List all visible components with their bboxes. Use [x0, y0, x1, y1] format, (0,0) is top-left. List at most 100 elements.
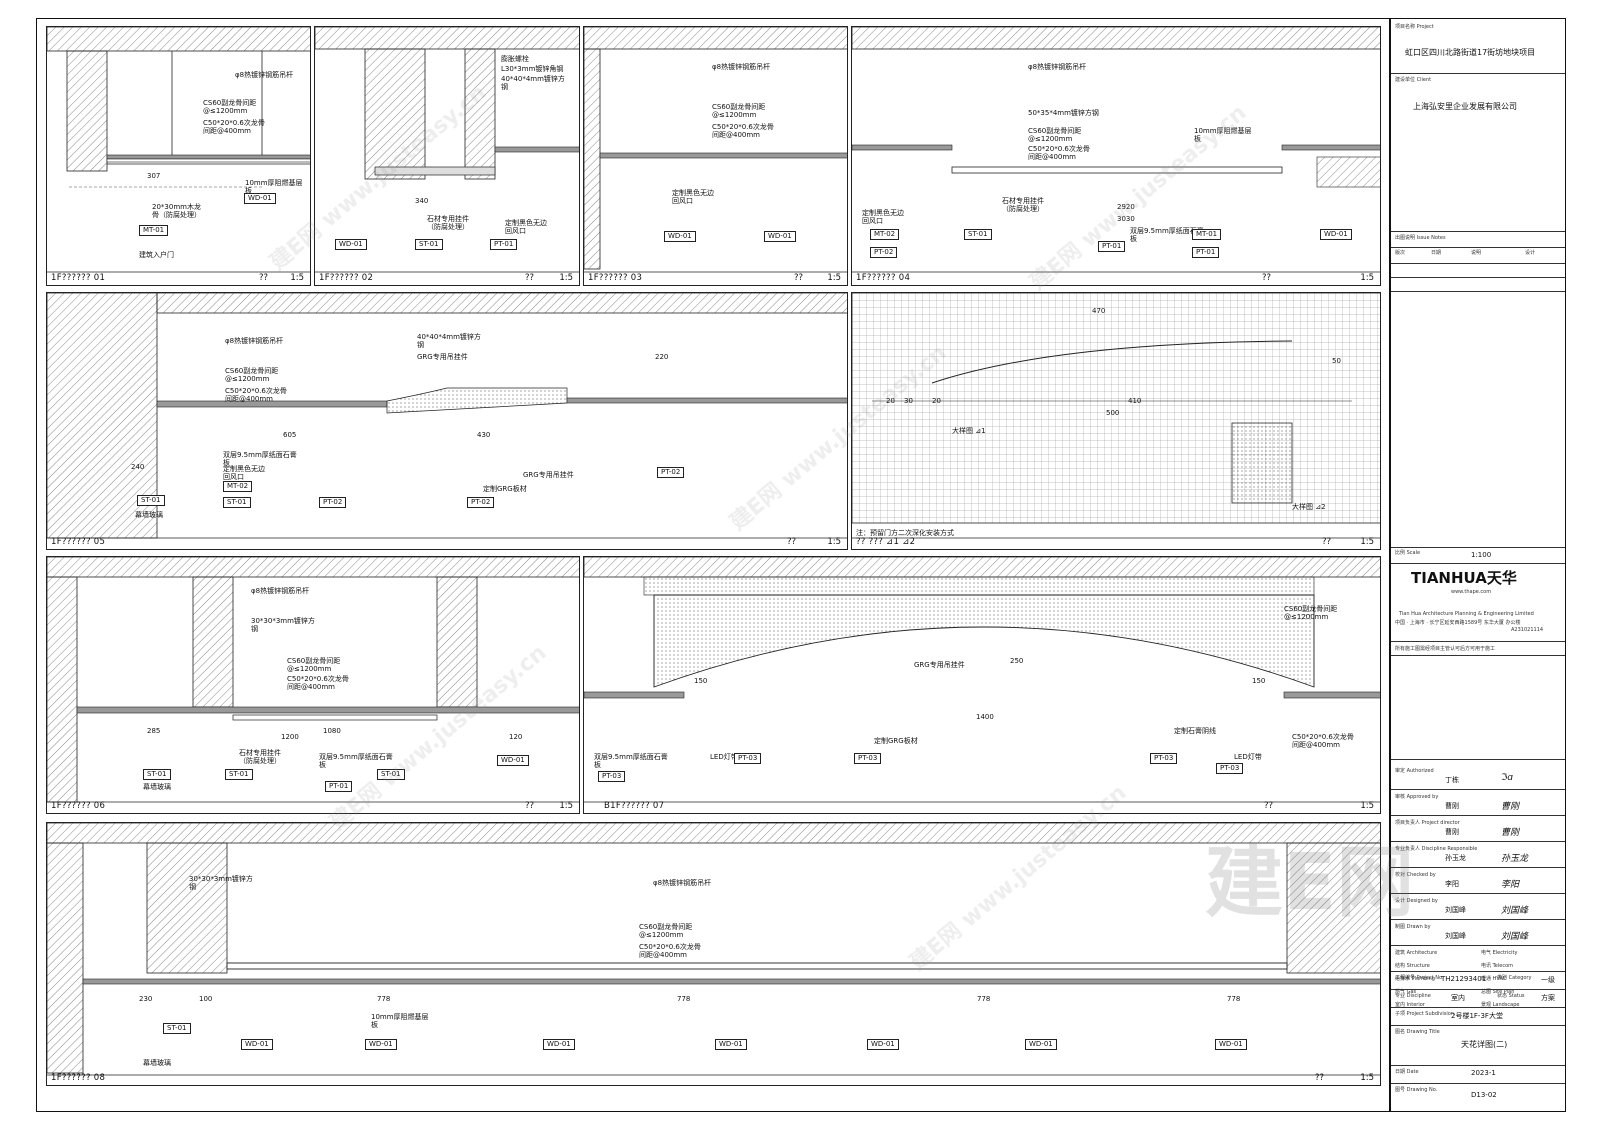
tag-pt02b: PT-02 — [467, 497, 495, 508]
tag-st01: ST-01 — [415, 239, 443, 250]
tag-st01: ST-01 — [964, 229, 992, 240]
wood-note: 20*30mm木龙 骨（防腐处理） — [152, 203, 201, 219]
signoff-role: 设计 Designed by — [1395, 898, 1438, 904]
dim-240: 240 — [131, 463, 145, 471]
tag-st01b: ST-01 — [223, 497, 251, 508]
tag-st01b: ST-01 — [225, 769, 253, 780]
project-no-label: 工程编号 Project No. — [1395, 975, 1444, 981]
scale-label: 比例 Scale — [1395, 550, 1421, 556]
coord-discipline: 燃气 Gas — [1395, 989, 1417, 995]
gypsum-note: 双层9.5mm厚纸面石膏 板 — [223, 451, 297, 467]
rod-note: φ8热镀锌钢筋吊杆 — [225, 337, 284, 345]
tag-pt01: PT-01 — [325, 781, 353, 792]
detail-02-page: ?? — [525, 273, 535, 283]
c50-note: C50*20*0.6次龙骨 间距@400mm — [712, 123, 774, 139]
fire-note: 10mm厚阻燃基层 板 — [1194, 127, 1252, 143]
tag-wd01c: WD-01 — [543, 1039, 575, 1050]
detail-panel-08: CS60副龙骨间距 @≤1200mm GRG专用吊挂件 C50*20*0.6次龙… — [583, 556, 1381, 814]
issue-label: 出图说明 Issue Notes — [1395, 235, 1446, 241]
detail-05-scale: 1:5 — [827, 537, 841, 547]
shadow-note: 定制石膏阴线 — [1174, 727, 1216, 735]
dim-340: 340 — [415, 197, 429, 205]
issue-col-rev: 版次 — [1395, 250, 1406, 256]
grc-board-note: 定制GRG板材 — [874, 737, 918, 745]
dim-778b: 778 — [677, 995, 691, 1003]
tag-wd01: WD-01 — [335, 239, 367, 250]
l30-note: L30*3mm镀锌角钢 — [501, 65, 564, 73]
project-name: 虹口区四川北路街道17街坊地块项目 — [1405, 48, 1536, 57]
signoff-name: 刘国峰 — [1445, 906, 1466, 914]
signoff-signature: 孙玉龙 — [1501, 854, 1529, 864]
dim-605: 605 — [283, 431, 297, 439]
detail-05-page: ?? — [787, 537, 797, 547]
detail-08-scale: 1:5 — [1360, 801, 1374, 811]
drawing-no: D13-02 — [1471, 1091, 1497, 1099]
vent-note: 定制黑色无边 回风口 — [672, 189, 714, 205]
dim-50: 50 — [1332, 357, 1341, 365]
detail-05-title: 1F?????? 05 — [51, 537, 106, 547]
status-label: 状态 Status — [1497, 993, 1525, 999]
detail-03-scale: 1:5 — [827, 273, 841, 283]
dim-30: 30 — [904, 397, 913, 405]
dim-778d: 778 — [1227, 995, 1241, 1003]
signoff-signature: 刘国峰 — [1501, 932, 1529, 942]
detail-07-scale: 1:5 — [559, 801, 573, 811]
vent-note: 定制黑色无边 回风口 — [862, 209, 904, 225]
detail-06-graphic — [852, 293, 1380, 539]
stone-note: 石材专用挂件 （防腐处理） — [427, 215, 469, 231]
coord-discipline: 电讯 Telecom — [1481, 963, 1514, 969]
dim-150b: 150 — [1252, 677, 1266, 685]
bolt-note: 膨胀螺栓 — [501, 55, 529, 63]
discipline-label: 专业 Discipline — [1395, 993, 1431, 999]
client-name: 上海弘安里企业发展有限公司 — [1413, 102, 1517, 111]
coord-discipline: 电气 Electricity — [1481, 950, 1518, 956]
coord-discipline: 建筑 Architecture — [1395, 950, 1438, 956]
dim-1400: 1400 — [976, 713, 994, 721]
detail-09-graphic — [47, 823, 1380, 1076]
dim-220: 220 — [655, 353, 669, 361]
issue-col-notes: 说明 — [1471, 250, 1482, 256]
coord-discipline: 室内 Interior — [1395, 1002, 1425, 1008]
dim-410: 410 — [1128, 397, 1142, 405]
detail-07-page: ?? — [525, 801, 535, 811]
signoff-row-divider — [1391, 919, 1565, 920]
stone-note: 石材专用挂件 （防腐处理） — [239, 749, 281, 765]
signoff-signature: ℑɑ — [1501, 773, 1513, 783]
detail-03-page: ?? — [794, 273, 804, 283]
s30-note: 30*30*3mm镀锌方 钢 — [189, 875, 253, 891]
discipline: 室内 — [1451, 994, 1465, 1002]
tag-st01: ST-01 — [163, 1023, 191, 1034]
c50-note: C50*20*0.6次龙骨 间距@400mm — [287, 675, 349, 691]
m50-note: 50*35*4mm镀锌方钢 — [1028, 109, 1099, 117]
tag-pt01: PT-01 — [490, 239, 518, 250]
steel40-note: 40*40*4mm镀锌方 钢 — [501, 75, 565, 91]
s30-note: 30*30*3mm镀锌方 钢 — [251, 617, 315, 633]
tag-pt02: PT-02 — [870, 247, 898, 258]
signoff-row-divider — [1391, 815, 1565, 816]
signoff-name: 孙玉龙 — [1445, 854, 1466, 862]
tag-mt01: MT-01 — [1192, 229, 1222, 240]
issue-col-date: 日期 — [1431, 250, 1442, 256]
led-note: LED灯带 — [710, 753, 738, 761]
detail-04-page: ?? — [1262, 273, 1272, 283]
company-note: 所有施工图需经项目主管认可后方可用于施工 — [1395, 646, 1496, 652]
c50-note: C50*20*0.6次龙骨 间距@400mm — [1292, 733, 1354, 749]
detail-06-page: ?? — [1322, 537, 1332, 547]
grc-part-note: GRG专用吊挂件 — [417, 353, 468, 361]
dim-3030: 3030 — [1117, 215, 1135, 223]
rod-note: φ8热镀锌钢筋吊杆 — [653, 879, 712, 887]
signoff-role: 审定 Authorized — [1395, 768, 1434, 774]
dim-500: 500 — [1106, 409, 1120, 417]
company-name-en: Tian Hua Architecture Planning & Enginee… — [1399, 611, 1534, 617]
grc-part-note: GRG专用吊挂件 — [914, 661, 965, 669]
detail-02-graphic — [315, 27, 579, 273]
detail-08-title: B1F?????? 07 — [604, 801, 665, 811]
dim-230: 230 — [139, 995, 153, 1003]
dim-100: 100 — [199, 995, 213, 1003]
dim-250: 250 — [1010, 657, 1024, 665]
signoff-signature: 曹刚 — [1501, 802, 1520, 812]
coord-discipline: 给排水 Plumbing — [1395, 976, 1435, 982]
detail-panel-05: φ8热镀锌钢筋吊杆 CS60副龙骨间距 @≤1200mm C50*20*0.6次… — [46, 292, 848, 550]
signoff-signature: 李阳 — [1501, 880, 1520, 890]
drawing-no-label: 图号 Drawing No. — [1395, 1087, 1438, 1093]
